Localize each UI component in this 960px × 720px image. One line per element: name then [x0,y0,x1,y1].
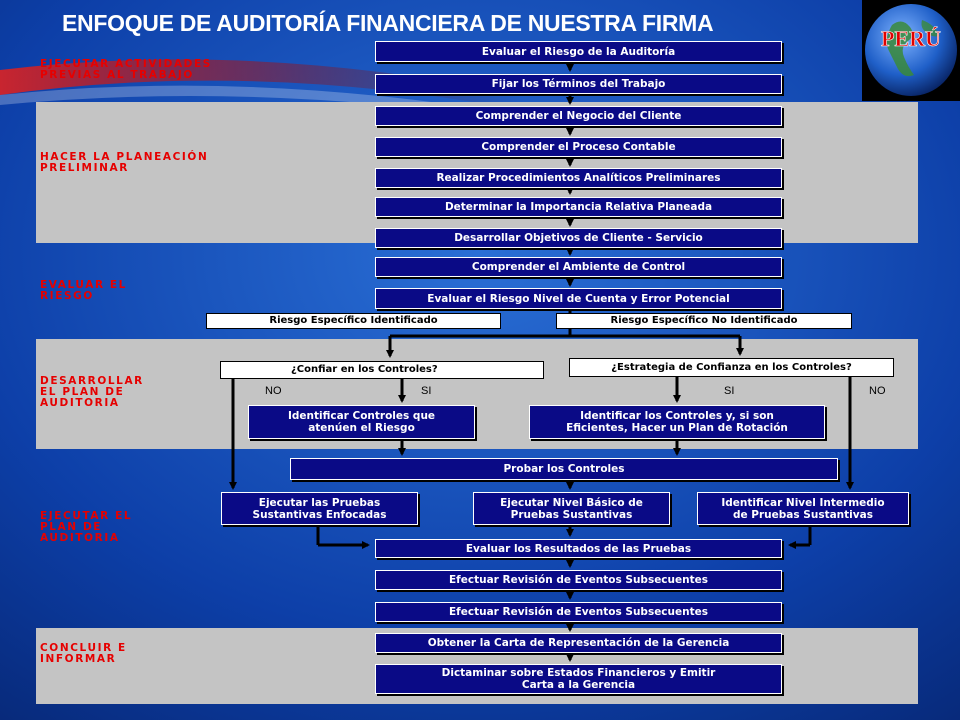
answer-no-left: NO [265,385,282,397]
step-evaluate-account-level-risk: Evaluar el Riesgo Nivel de Cuenta y Erro… [375,288,782,309]
step-identify-mitigating-controls: Identificar Controles que atenúen el Rie… [248,405,475,439]
peru-globe-logo: PERÚ [862,0,960,101]
risk-not-identified-label: Riesgo Específico No Identificado [556,313,852,329]
step-evaluate-audit-risk: Evaluar el Riesgo de la Auditoría [375,41,782,62]
phase-label-planning: HACER LA PLANEACIÓN PRELIMINAR [40,152,208,174]
answer-si-right: SI [724,385,734,397]
decision-control-reliance-strategy: ¿Estrategia de Confianza en los Controle… [569,358,894,377]
risk-identified-label: Riesgo Específico Identificado [206,313,501,329]
phase-label-conclude: CONCLUIR E INFORMAR [40,643,127,665]
logo-text: PERÚ [881,26,941,51]
step-understand-accounting-process: Comprender el Proceso Contable [375,137,782,157]
phase-label-execute-plan: EJECUTAR EL PLAN DE AUDITORIA [40,511,132,544]
step-issue-opinion-and-letter: Dictaminar sobre Estados Financieros y E… [375,664,782,694]
answer-si-left: SI [421,385,431,397]
step-subsequent-events-review-2: Efectuar Revisión de Eventos Subsecuente… [375,602,782,622]
step-client-service-objectives: Desarrollar Objetivos de Cliente - Servi… [375,228,782,248]
page-title: ENFOQUE DE AUDITORÍA FINANCIERA DE NUEST… [62,10,862,37]
step-preliminary-analytical-procedures: Realizar Procedimientos Analíticos Preli… [375,168,782,188]
phase-label-develop-plan: DESARROLLAR EL PLAN DE AUDITORIA [40,376,144,409]
phase-label-risk: EVALUAR EL RIESGO [40,280,127,302]
step-intermediate-substantive-tests: Identificar Nivel Intermedio de Pruebas … [697,492,909,525]
step-focused-substantive-tests: Ejecutar las Pruebas Sustantivas Enfocad… [221,492,418,525]
step-evaluate-test-results: Evaluar los Resultados de las Pruebas [375,539,782,558]
step-set-engagement-terms: Fijar los Términos del Trabajo [375,74,782,94]
step-planned-materiality: Determinar la Importancia Relativa Plane… [375,197,782,217]
step-understand-control-environment: Comprender el Ambiente de Control [375,257,782,277]
step-basic-substantive-tests: Ejecutar Nivel Básico de Pruebas Sustant… [473,492,670,525]
step-management-representation-letter: Obtener la Carta de Representación de la… [375,633,782,653]
decision-rely-on-controls: ¿Confiar en los Controles? [220,361,544,379]
step-understand-client-business: Comprender el Negocio del Cliente [375,106,782,126]
step-identify-controls-rotation-plan: Identificar los Controles y, si son Efic… [529,405,825,439]
step-subsequent-events-review-1: Efectuar Revisión de Eventos Subsecuente… [375,570,782,590]
answer-no-right: NO [869,385,886,397]
step-test-controls: Probar los Controles [290,458,838,480]
phase-label-pre-work: EJECUTAR ACTIVIDADES PREVIAS AL TRABAJO [40,59,212,81]
